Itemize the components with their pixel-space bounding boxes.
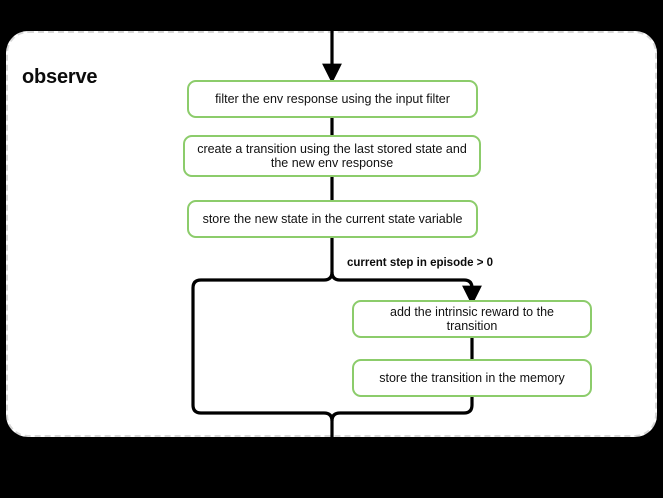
node-store-transition-memory[interactable]: store the transition in the memory [352, 359, 592, 397]
node-add-intrinsic-reward[interactable]: add the intrinsic reward to the transiti… [352, 300, 592, 338]
node-store-new-state[interactable]: store the new state in the current state… [187, 200, 478, 238]
edge-label-current-step-condition: current step in episode > 0 [345, 257, 496, 269]
node-filter-env-response[interactable]: filter the env response using the input … [187, 80, 478, 118]
subgraph-title: observe [22, 66, 98, 88]
node-create-transition[interactable]: create a transition using the last store… [183, 135, 481, 177]
